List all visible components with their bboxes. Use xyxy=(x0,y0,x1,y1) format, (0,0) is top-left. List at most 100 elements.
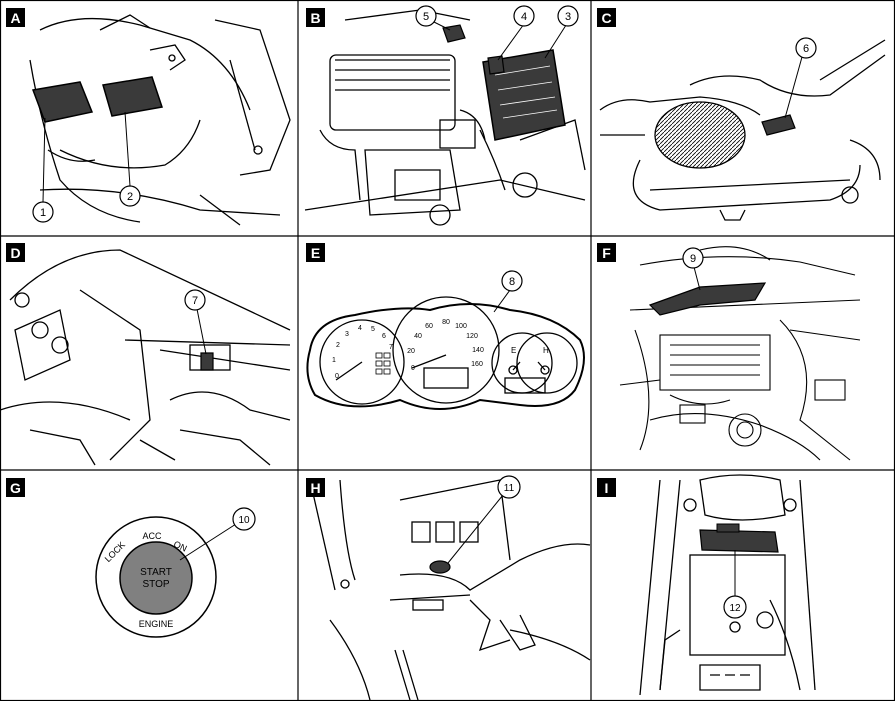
button-label-engine: ENGINE xyxy=(139,619,174,629)
panel-b xyxy=(304,9,586,226)
start-stop-button xyxy=(119,541,193,615)
control-module-f xyxy=(648,282,767,316)
speed-ticks: 0 20 40 60 80 100 120 140 160 xyxy=(407,319,484,372)
callout-number: 3 xyxy=(565,11,571,23)
tach-tick: 3 xyxy=(345,331,349,338)
module-connector xyxy=(716,523,740,533)
callout-1: 1 xyxy=(32,201,54,223)
panel-h-leaders xyxy=(447,494,504,564)
callout-number: 1 xyxy=(40,207,46,219)
panel-letter-a: A xyxy=(6,8,25,27)
tach-tick: 4 xyxy=(358,325,362,332)
panel-e-leaders xyxy=(493,289,511,313)
panel-h xyxy=(309,479,591,701)
tach-tick: 2 xyxy=(336,342,340,349)
panel-letters: A B C D E F G H I xyxy=(6,8,616,497)
control-module-c xyxy=(761,114,796,136)
speedometer xyxy=(392,296,500,404)
panel-c xyxy=(599,39,886,221)
panel-letter-b: B xyxy=(306,8,325,27)
panel-letter-text: F xyxy=(602,245,611,261)
panel-d-illustration xyxy=(0,249,291,466)
panel-letter-c: C xyxy=(597,8,616,27)
callout-4: 4 xyxy=(513,5,535,27)
control-unit-d xyxy=(200,352,214,371)
panel-a xyxy=(29,14,291,226)
speed-tick: 120 xyxy=(466,333,478,340)
panel-d xyxy=(0,249,291,466)
callout-number: 6 xyxy=(803,43,809,55)
callout-11: 11 xyxy=(497,475,521,499)
callout-number: 10 xyxy=(238,515,250,526)
callout-number: 12 xyxy=(729,603,741,614)
speed-tick: 160 xyxy=(471,361,483,368)
speed-tick: 60 xyxy=(425,323,433,330)
tach-tick: 0 xyxy=(335,373,339,380)
tachometer xyxy=(319,319,405,405)
speed-tick: 0 xyxy=(411,365,415,372)
panel-e: 0 1 2 3 4 5 6 7 0 20 40 60 80 100 120 14… xyxy=(306,289,585,410)
callout-5: 5 xyxy=(415,5,437,27)
aux-gauges xyxy=(491,332,578,394)
control-module-i xyxy=(699,529,779,553)
panel-letter-e: E xyxy=(306,243,325,262)
panel-letter-text: H xyxy=(310,480,320,496)
callout-10: 10 xyxy=(232,507,256,531)
panel-letter-text: G xyxy=(10,480,21,496)
small-relay xyxy=(442,24,466,43)
callout-6: 6 xyxy=(795,37,817,59)
callout-2: 2 xyxy=(119,185,141,207)
temp-high-label: H xyxy=(543,346,549,355)
relay-module xyxy=(487,55,505,75)
callout-number: 5 xyxy=(423,11,429,23)
tach-tick: 6 xyxy=(382,333,386,340)
relay-box-1 xyxy=(31,81,94,123)
panel-letter-text: B xyxy=(310,10,320,26)
speed-tick: 140 xyxy=(472,347,484,354)
callout-number: 9 xyxy=(690,253,696,265)
panel-f xyxy=(619,246,861,461)
panel-letter-g: G xyxy=(6,478,25,497)
speed-tick: 100 xyxy=(455,323,467,330)
panel-b-illustration xyxy=(304,9,586,226)
panel-a-illustration xyxy=(29,14,291,226)
speed-tick: 40 xyxy=(414,333,422,340)
panel-g-leaders xyxy=(179,523,237,561)
fuse-block-detail xyxy=(494,65,558,119)
callout-7: 7 xyxy=(184,289,206,311)
callouts: 1 2 3 4 5 6 7 8 9 10 11 12 xyxy=(32,5,817,619)
blower-grille xyxy=(654,101,746,169)
start-button-h xyxy=(429,560,451,574)
panel-f-illustration xyxy=(619,246,861,461)
panel-d-leaders xyxy=(196,308,207,355)
panel-letter-f: F xyxy=(597,243,616,262)
callout-number: 2 xyxy=(127,191,133,203)
speed-tick: 80 xyxy=(442,319,450,326)
panel-a-leaders xyxy=(42,111,131,203)
callout-12: 12 xyxy=(723,595,747,619)
tach-ticks: 0 1 2 3 4 5 6 7 xyxy=(332,325,393,380)
button-label-stop: STOP xyxy=(142,579,169,590)
panel-g: START STOP LOCK ACC ON ENGINE xyxy=(95,516,237,638)
panel-letter-text: E xyxy=(311,245,320,261)
callout-9: 9 xyxy=(682,247,704,269)
panel-letter-text: C xyxy=(601,10,611,26)
panel-letter-text: D xyxy=(10,245,20,261)
panel-letter-h: H xyxy=(306,478,325,497)
button-label-acc: ACC xyxy=(142,531,162,541)
panel-h-illustration xyxy=(309,479,591,701)
speed-tick: 20 xyxy=(407,348,415,355)
tach-tick: 5 xyxy=(371,326,375,333)
panel-letter-text: A xyxy=(10,10,20,26)
tach-tick: 1 xyxy=(332,357,336,364)
callout-number: 7 xyxy=(192,295,198,307)
panel-letter-text: I xyxy=(605,480,609,496)
relay-box-2 xyxy=(102,76,163,117)
panel-i-illustration xyxy=(639,474,816,696)
callout-number: 8 xyxy=(509,276,515,288)
panel-c-illustration xyxy=(599,39,886,221)
callout-8: 8 xyxy=(501,270,523,292)
callout-number: 4 xyxy=(521,11,527,23)
